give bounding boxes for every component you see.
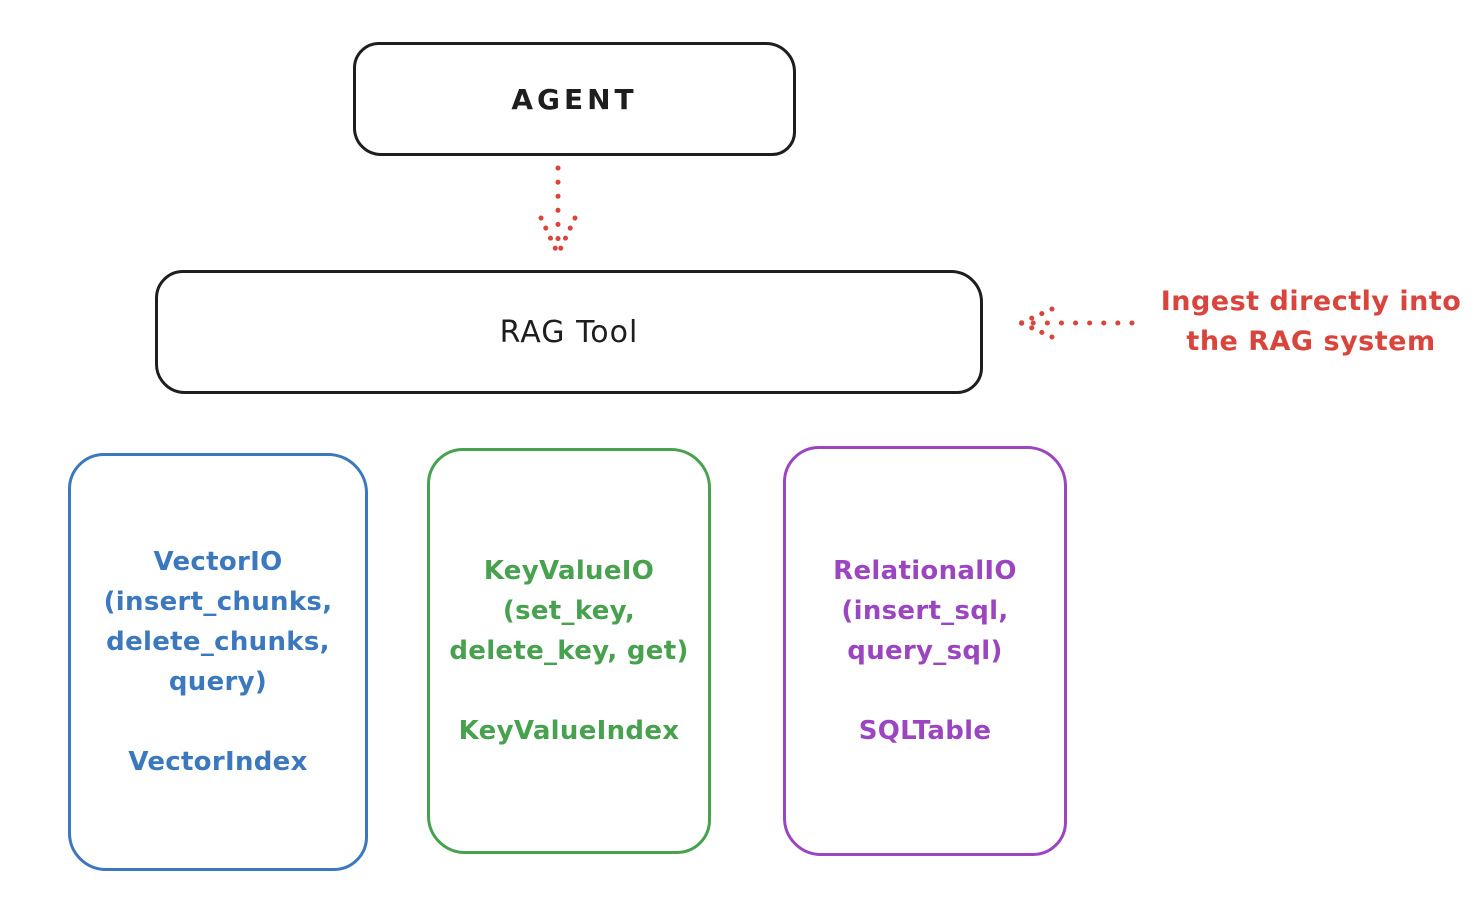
vector-io-title: VectorIO	[153, 547, 283, 577]
vector-index-label: VectorIndex	[128, 747, 308, 777]
keyvalue-io-methods: (set_key, delete_key, get)	[449, 596, 689, 666]
relational-io-title: RelationalIO	[833, 556, 1017, 586]
ingest-arrow	[1018, 306, 1135, 340]
relational-io-box: RelationalIO (insert_sql, query_sql) SQL…	[783, 446, 1067, 856]
keyvalue-io-title: KeyValueIO	[483, 556, 655, 586]
rag-tool-box: RAG Tool	[155, 270, 983, 394]
sql-table-label: SQLTable	[858, 716, 992, 746]
keyvalue-io-box: KeyValueIO (set_key, delete_key, get) Ke…	[427, 448, 711, 854]
ingest-annotation: Ingest directly into the RAG system	[1160, 286, 1462, 357]
relational-io-methods: (insert_sql, query_sql)	[841, 596, 1009, 666]
agent-to-ragtool-arrow	[538, 165, 578, 257]
keyvalue-index-label: KeyValueIndex	[458, 716, 680, 746]
vector-io-box: VectorIO (insert_chunks, delete_chunks, …	[68, 453, 368, 871]
agent-label: AGENT	[511, 82, 638, 116]
rag-tool-label: RAG Tool	[499, 314, 639, 350]
agent-box: AGENT	[353, 42, 796, 156]
vector-io-methods: (insert_chunks, delete_chunks, query)	[103, 587, 333, 697]
